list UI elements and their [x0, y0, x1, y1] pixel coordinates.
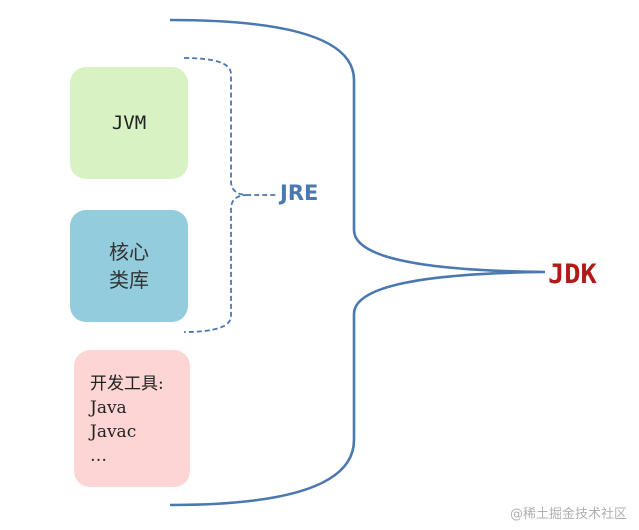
- jre-bracket: [183, 57, 276, 333]
- dev-tools-item: Java: [90, 398, 127, 418]
- watermark: @稀土掘金技术社区: [509, 507, 627, 522]
- core-library-label-line: 类库: [109, 268, 149, 292]
- core-library-box: 核心 类库: [70, 210, 188, 322]
- dev-tools-heading: 开发工具:: [90, 374, 164, 394]
- jre-label: JRE: [280, 181, 319, 205]
- dev-tools-item: Javac: [90, 422, 137, 442]
- dev-tools-box: 开发工具: Java Javac …: [74, 350, 190, 487]
- jvm-label: JVM: [111, 112, 147, 134]
- jvm-box: JVM: [70, 67, 188, 179]
- jdk-brace: [169, 18, 546, 507]
- dev-tools-item: …: [90, 446, 107, 466]
- core-library-label-line: 核心: [109, 240, 149, 264]
- jdk-label: JDK: [548, 259, 597, 290]
